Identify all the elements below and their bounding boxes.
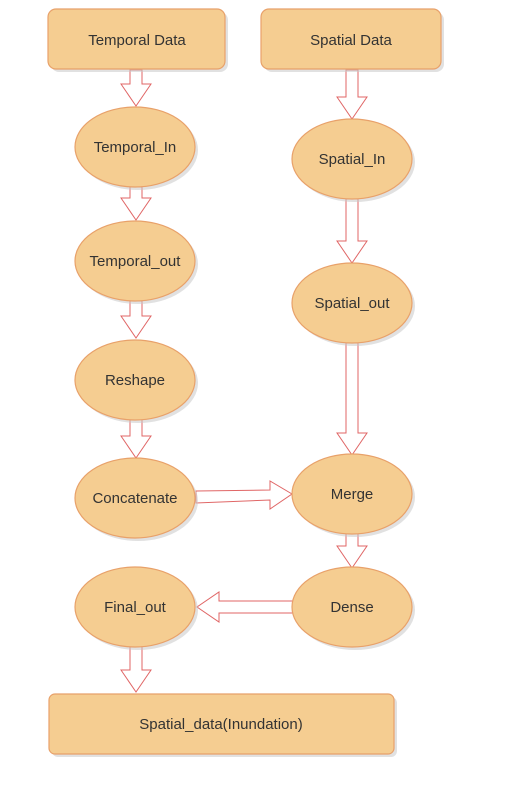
arrow-spatial-out-to-merge: [336, 342, 368, 456]
node-merge-label: Merge: [331, 486, 374, 503]
arrow-dense-to-final-out: [196, 591, 294, 623]
node-reshape: Reshape: [74, 339, 198, 423]
arrow-merge-to-dense: [336, 532, 368, 569]
node-merge: Merge: [291, 453, 415, 537]
arrow-reshape-to-concatenate: [120, 418, 152, 459]
node-spatial-in: Spatial_In: [291, 118, 415, 202]
node-final-out: Final_out: [74, 566, 198, 650]
node-concatenate: Concatenate: [74, 457, 198, 541]
node-dense: Dense: [291, 566, 415, 650]
arrow-temporal-out-to-reshape: [120, 300, 152, 339]
arrow-final-out-to-output: [120, 645, 152, 693]
node-temporal-data-label: Temporal Data: [88, 32, 186, 49]
node-final-out-label: Final_out: [104, 599, 167, 616]
node-spatial-data-inundation: Spatial_data(Inundation): [48, 693, 397, 757]
node-spatial-data: Spatial Data: [260, 8, 444, 72]
node-concatenate-label: Concatenate: [92, 490, 177, 507]
node-temporal-in-label: Temporal_In: [94, 139, 177, 156]
arrows: [120, 69, 368, 693]
node-spatial-data-inundation-label: Spatial_data(Inundation): [139, 716, 302, 733]
node-temporal-data: Temporal Data: [47, 8, 228, 72]
node-dense-label: Dense: [330, 599, 373, 616]
node-spatial-in-label: Spatial_In: [319, 151, 386, 168]
arrow-concatenate-to-merge: [195, 480, 293, 510]
node-spatial-out-label: Spatial_out: [314, 295, 390, 312]
node-temporal-out-label: Temporal_out: [90, 253, 182, 270]
node-reshape-label: Reshape: [105, 372, 165, 389]
node-spatial-data-label: Spatial Data: [310, 32, 392, 49]
node-spatial-out: Spatial_out: [291, 262, 415, 346]
arrow-temporal-data-to-temporal-in: [120, 69, 152, 107]
arrow-spatial-in-to-spatial-out: [336, 198, 368, 264]
arrow-spatial-data-to-spatial-in: [336, 69, 368, 120]
nodes: Temporal Data Spatial Data Temporal_In S…: [47, 8, 444, 757]
node-temporal-in: Temporal_In: [74, 106, 198, 190]
node-temporal-out: Temporal_out: [74, 220, 198, 304]
arrow-temporal-in-to-temporal-out: [120, 186, 152, 221]
